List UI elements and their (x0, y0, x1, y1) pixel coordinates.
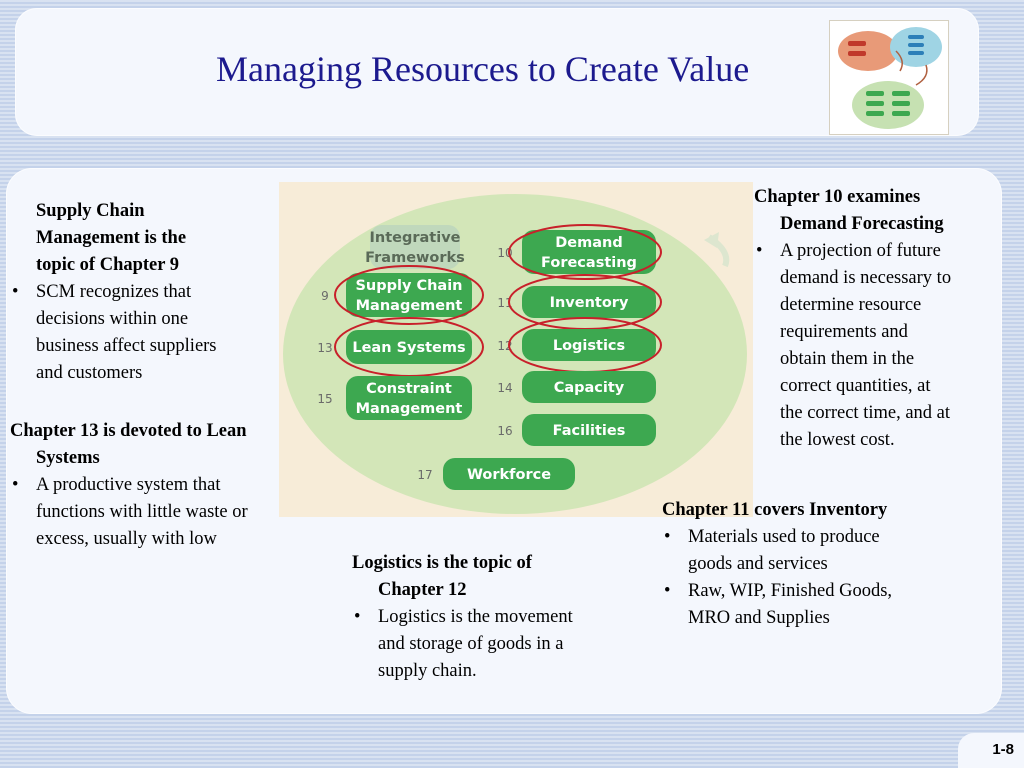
bullet-dot: • (664, 581, 671, 601)
lean-heading-line: Chapter 13 is devoted to Lean (10, 421, 247, 441)
logistics-bullet: • Logistics is the movement and storage … (352, 604, 632, 685)
logistics-bullet-line: and storage of goods in a (378, 634, 564, 654)
inventory-bullet: • Raw, WIP, Finished Goods, MRO and Supp… (662, 578, 962, 632)
chapter-10-label: Forecasting (541, 255, 637, 271)
chapter-14-pill (522, 371, 656, 403)
bullet-dot: • (354, 607, 361, 627)
forecasting-bullet-line: obtain them in the (780, 349, 915, 369)
scm-bullet: • SCM recognizes that decisions within o… (10, 279, 280, 387)
chapter-13-label: Lean Systems (352, 340, 465, 356)
logistics-text-block: Logistics is the topic of Chapter 12 • L… (352, 550, 632, 685)
chapter-12-pill (522, 329, 656, 361)
chapter-16-label: Facilities (553, 423, 626, 439)
chapter-9-label: Management (356, 298, 463, 314)
lean-bullet-line: functions with little waste or (36, 502, 248, 522)
lean-heading: Chapter 13 is devoted to Lean Systems (10, 418, 310, 472)
thumbnail-graphic (838, 27, 942, 129)
forecasting-bullet: • A projection of future demand is neces… (754, 238, 1004, 454)
chapter-number: 17 (417, 468, 432, 482)
bullet-dot: • (756, 241, 763, 261)
inventory-text-block: Chapter 11 covers Inventory • Materials … (662, 497, 962, 632)
chapter-10-pill (522, 230, 656, 274)
lean-heading-line: Systems (36, 448, 100, 468)
chapter-17-label: Workforce (467, 467, 551, 483)
chapter-15-label: Management (356, 401, 463, 417)
scm-heading: Supply Chain Management is the topic of … (10, 198, 280, 279)
diagram-thumbnail (829, 20, 949, 135)
inventory-bullet-line: Raw, WIP, Finished Goods, (688, 581, 893, 601)
forecasting-heading-line: Demand Forecasting (780, 214, 944, 234)
chapter-9-pill (346, 273, 472, 317)
chapter-9-label: Supply Chain (355, 278, 462, 294)
logistics-heading-line: Logistics is the topic of (352, 553, 532, 573)
chapter-number: 13 (317, 341, 332, 355)
arrow-head (704, 232, 719, 248)
inventory-bullet-line: goods and services (688, 554, 828, 574)
chapter-number: 15 (317, 392, 332, 406)
chapter-11-label: Inventory (550, 295, 629, 311)
bullet-dot: • (664, 527, 671, 547)
chapter-15-pill (346, 376, 472, 420)
scm-heading-line: topic of Chapter 9 (36, 255, 180, 275)
highlight-circle (508, 224, 662, 280)
scm-bullet-line: business affect suppliers (36, 336, 217, 356)
logistics-bullet-line: Logistics is the movement (378, 607, 573, 627)
title-panel (15, 8, 979, 136)
scm-bullet-line: decisions within one (36, 309, 189, 329)
scm-heading-line: Management is the (36, 228, 187, 248)
scm-bullet-line: SCM recognizes that (36, 282, 192, 302)
forecasting-bullet-line: A projection of future (780, 241, 941, 261)
forecasting-heading-line: Chapter 10 examines (754, 187, 921, 207)
inventory-bullet-line: Materials used to produce (688, 527, 880, 547)
lean-text-block: Chapter 13 is devoted to Lean Systems • … (10, 418, 310, 553)
bullet-dot: • (12, 282, 19, 302)
lean-bullet-line: A productive system that (36, 475, 221, 495)
chapter-number: 14 (497, 381, 512, 395)
chapter-12-label: Logistics (553, 338, 625, 354)
chapter-17-pill (443, 458, 575, 490)
chapter-16-pill (522, 414, 656, 446)
page-title: Managing Resources to Create Value (216, 49, 750, 89)
chapter-14-label: Capacity (554, 380, 625, 396)
logistics-heading-line: Chapter 12 (378, 580, 467, 600)
lean-bullet: • A productive system that functions wit… (10, 472, 310, 553)
scm-bullet-line: and customers (36, 363, 143, 383)
integrative-frameworks-label: Integrative (370, 230, 461, 246)
chapter-number: 9 (321, 289, 329, 303)
inventory-bullet-line: MRO and Supplies (688, 608, 830, 628)
integrative-frameworks-pill (370, 225, 460, 269)
chapter-13-pill (346, 330, 472, 364)
bullet-dot: • (12, 475, 19, 495)
logistics-heading: Logistics is the topic of Chapter 12 (352, 550, 632, 604)
scm-heading-line: Supply Chain (36, 201, 145, 221)
forecasting-bullet-line: the correct time, and at (780, 403, 951, 423)
forecasting-bullet-line: demand is necessary to (780, 268, 952, 288)
highlight-circle (334, 265, 484, 325)
forecasting-heading: Chapter 10 examines Demand Forecasting (754, 184, 1004, 238)
page-number: 1-8 (992, 741, 1014, 758)
forecasting-bullet-line: requirements and (780, 322, 908, 342)
chapter-number: 16 (497, 424, 512, 438)
inventory-heading: Chapter 11 covers Inventory (662, 500, 888, 520)
logistics-bullet-line: supply chain. (378, 661, 477, 681)
chapter-10-label: Demand (555, 235, 622, 251)
page-number-box: 1-8 (958, 733, 1024, 768)
lean-bullet-line: excess, usually with low (36, 529, 217, 549)
scm-text-block: Supply Chain Management is the topic of … (10, 198, 280, 387)
forecasting-bullet-line: determine resource (780, 295, 922, 315)
integrative-frameworks-label: Frameworks (365, 250, 465, 266)
forecasting-bullet-line: correct quantities, at (780, 376, 931, 396)
chapter-15-label: Constraint (366, 381, 452, 397)
forecasting-text-block: Chapter 10 examines Demand Forecasting •… (754, 184, 1004, 454)
inventory-bullet: • Materials used to produce goods and se… (662, 524, 962, 578)
forecasting-bullet-line: the lowest cost. (780, 430, 895, 450)
chapter-11-pill (522, 286, 656, 318)
